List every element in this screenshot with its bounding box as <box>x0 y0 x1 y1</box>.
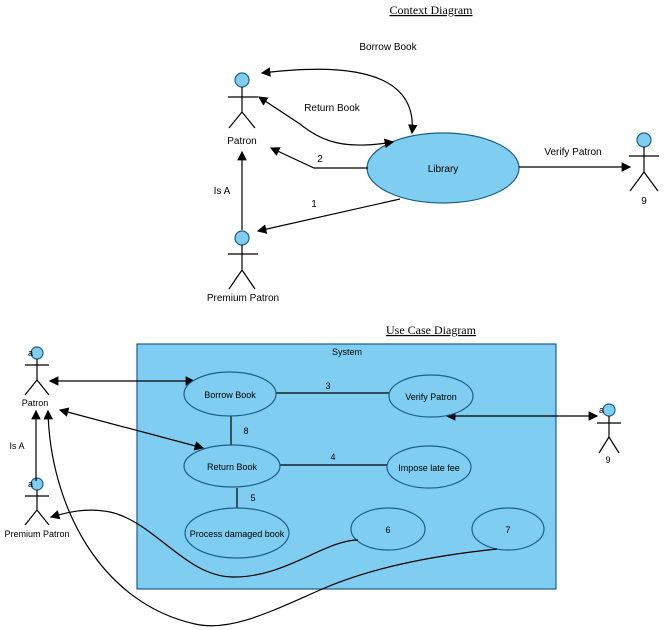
use-case-process-damaged-book-label: Process damaged book <box>190 529 285 539</box>
assoc-3-label: 3 <box>325 381 330 391</box>
is-a-label: Is A <box>214 186 231 197</box>
uc-actor-patron[interactable]: a <box>24 346 50 396</box>
flow-1-label: 1 <box>311 199 317 210</box>
uc-actor-external-label: 9 <box>605 455 610 465</box>
actor-stereotype: a <box>28 348 33 358</box>
borrow-book-flow <box>260 67 418 135</box>
use-case-6[interactable] <box>350 507 426 551</box>
uc-actor-patron-label: Patron <box>22 398 49 408</box>
use-case-7-label: 7 <box>505 525 510 535</box>
assoc-8-label: 8 <box>243 426 248 436</box>
case-6-premium-association <box>49 509 359 578</box>
use-case-borrow-book-label: Borrow Book <box>204 390 256 400</box>
uc-is-a-label: Is A <box>9 441 24 451</box>
assoc-5-label: 5 <box>250 493 255 503</box>
actor-patron[interactable] <box>228 72 258 129</box>
actor-head-icon <box>234 72 250 88</box>
use-case-impose-late-fee-label: Impose late fee <box>398 463 460 473</box>
flow-1 <box>256 198 401 234</box>
use-case-7[interactable] <box>471 507 545 551</box>
flow-2-label: 2 <box>317 154 323 165</box>
flow-2 <box>269 147 368 169</box>
actor-stereotype: a <box>599 405 604 415</box>
actor-head-icon <box>602 403 616 417</box>
use-case-diagram-title: Use Case Diagram <box>386 323 477 337</box>
return-book-flow-label: Return Book <box>304 103 361 114</box>
use-case-impose-late-fee[interactable] <box>386 445 472 489</box>
actor-premium-patron-label: Premium Patron <box>207 293 279 304</box>
actor-external-9[interactable] <box>629 132 659 192</box>
use-case-verify-patron-label: Verify Patron <box>405 392 457 402</box>
use-case-6-label: 6 <box>385 525 390 535</box>
system-label: System <box>332 347 362 357</box>
assoc-4-label: 4 <box>330 452 335 462</box>
use-case-verify-patron[interactable] <box>388 374 474 418</box>
patron-return-association <box>58 407 205 451</box>
borrow-book-flow-label: Borrow Book <box>359 42 417 53</box>
actor-head-icon <box>234 230 250 246</box>
use-case-return-book-label: Return Book <box>207 462 258 472</box>
uc-actor-external-9[interactable]: a <box>597 403 621 454</box>
library-label: Library <box>428 164 459 175</box>
use-case-process-damaged-book[interactable] <box>184 507 290 559</box>
case-7-patron-association <box>43 409 498 627</box>
uc-actor-premium-patron[interactable]: a <box>24 477 50 526</box>
use-case-return-book[interactable] <box>183 444 281 488</box>
actor-patron-label: Patron <box>227 136 256 147</box>
actor-premium-patron[interactable] <box>228 230 258 290</box>
return-book-flow <box>257 96 395 149</box>
context-diagram-title: Context Diagram <box>390 3 474 17</box>
actor-external-label: 9 <box>641 196 647 207</box>
use-case-borrow-book[interactable] <box>183 371 277 417</box>
actor-stereotype: a <box>28 479 33 489</box>
uc-actor-premium-patron-label: Premium Patron <box>4 529 69 539</box>
verify-patron-flow-label: Verify Patron <box>544 147 601 158</box>
actor-head-icon <box>636 132 652 148</box>
